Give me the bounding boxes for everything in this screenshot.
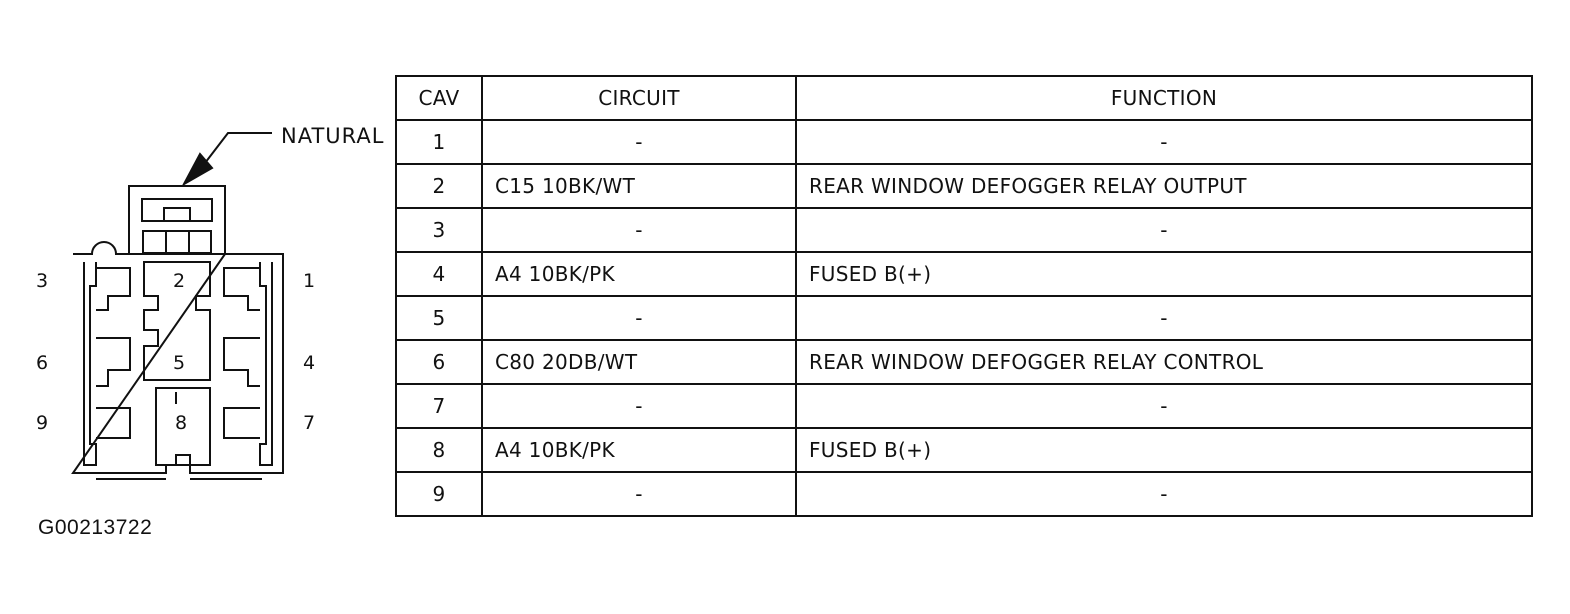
cavity-8-outline — [155, 387, 211, 466]
cell-cav: 2 — [395, 163, 483, 209]
cell-cav: 5 — [395, 295, 483, 341]
table-row: 6 C80 20DB/WT REAR WINDOW DEFOGGER RELAY… — [395, 339, 1533, 385]
table-row: 4 A4 10BK/PK FUSED B(+) — [395, 251, 1533, 297]
table-row: 2 C15 10BK/WT REAR WINDOW DEFOGGER RELAY… — [395, 163, 1533, 209]
cell-circuit: - — [481, 119, 797, 165]
cavity-number-2: 2 — [173, 270, 185, 292]
natural-leader-line — [204, 132, 272, 164]
cavity-number-5: 5 — [173, 352, 185, 374]
cell-cav: 9 — [395, 471, 483, 517]
connector-face-diagram: NATURAL 3 6 9 1 4 7 2 5 8 — [36, 124, 384, 480]
cell-function: FUSED B(+) — [795, 251, 1533, 297]
table-row: 1 - - — [395, 119, 1533, 165]
cell-function: FUSED B(+) — [795, 427, 1533, 473]
cell-circuit: A4 10BK/PK — [481, 427, 797, 473]
cavity-1-outline — [223, 267, 260, 311]
cavity-number-3: 3 — [36, 270, 48, 292]
cavity-number-6: 6 — [36, 352, 48, 374]
cell-function: REAR WINDOW DEFOGGER RELAY OUTPUT — [795, 163, 1533, 209]
figure-id: G00213722 — [38, 516, 153, 539]
table-row: 7 - - — [395, 383, 1533, 429]
cell-circuit: A4 10BK/PK — [481, 251, 797, 297]
cavity-number-1: 1 — [303, 270, 315, 292]
latch-inner — [141, 198, 213, 222]
cell-cav: 8 — [395, 427, 483, 473]
natural-leader-arrowhead — [181, 152, 214, 187]
latch-window — [142, 230, 212, 254]
cell-cav: 7 — [395, 383, 483, 429]
cavity-9-outline — [96, 407, 131, 439]
connector-color-label: NATURAL — [281, 124, 384, 148]
cell-circuit: - — [481, 207, 797, 253]
cavity-number-7: 7 — [303, 412, 315, 434]
table-header-row: CAV CIRCUIT FUNCTION — [395, 75, 1533, 121]
cell-function: - — [795, 119, 1533, 165]
cell-circuit: C80 20DB/WT — [481, 339, 797, 385]
table-row: 3 - - — [395, 207, 1533, 253]
cavity-6-outline — [96, 337, 131, 387]
cell-function: - — [795, 383, 1533, 429]
cavity-number-9: 9 — [36, 412, 48, 434]
cavity-2-5-outline — [143, 261, 211, 381]
cavity-3-outline — [96, 267, 131, 311]
cavity-number-4: 4 — [303, 352, 315, 374]
left-rail — [83, 262, 97, 466]
right-rail — [259, 262, 273, 466]
table-row: 9 - - — [395, 471, 1533, 517]
cell-circuit: - — [481, 471, 797, 517]
table-row: 8 A4 10BK/PK FUSED B(+) — [395, 427, 1533, 473]
cell-function: - — [795, 295, 1533, 341]
latch-tab — [163, 207, 191, 222]
cell-function: - — [795, 471, 1533, 517]
cell-cav: 4 — [395, 251, 483, 297]
header-function: FUNCTION — [795, 75, 1533, 121]
cavity-4-outline — [223, 337, 260, 387]
cell-cav: 1 — [395, 119, 483, 165]
cell-circuit: - — [481, 295, 797, 341]
header-cav: CAV — [395, 75, 483, 121]
cell-cav: 3 — [395, 207, 483, 253]
table-row: 5 - - — [395, 295, 1533, 341]
cell-circuit: - — [481, 383, 797, 429]
cell-circuit: C15 10BK/WT — [481, 163, 797, 209]
header-circuit: CIRCUIT — [481, 75, 797, 121]
cell-function: REAR WINDOW DEFOGGER RELAY CONTROL — [795, 339, 1533, 385]
cell-cav: 6 — [395, 339, 483, 385]
cavity-number-8: 8 — [175, 412, 187, 434]
cavity-7-outline — [223, 407, 260, 439]
pinout-table: CAV CIRCUIT FUNCTION 1 - - 2 C15 10BK/WT… — [395, 75, 1533, 517]
cell-function: - — [795, 207, 1533, 253]
